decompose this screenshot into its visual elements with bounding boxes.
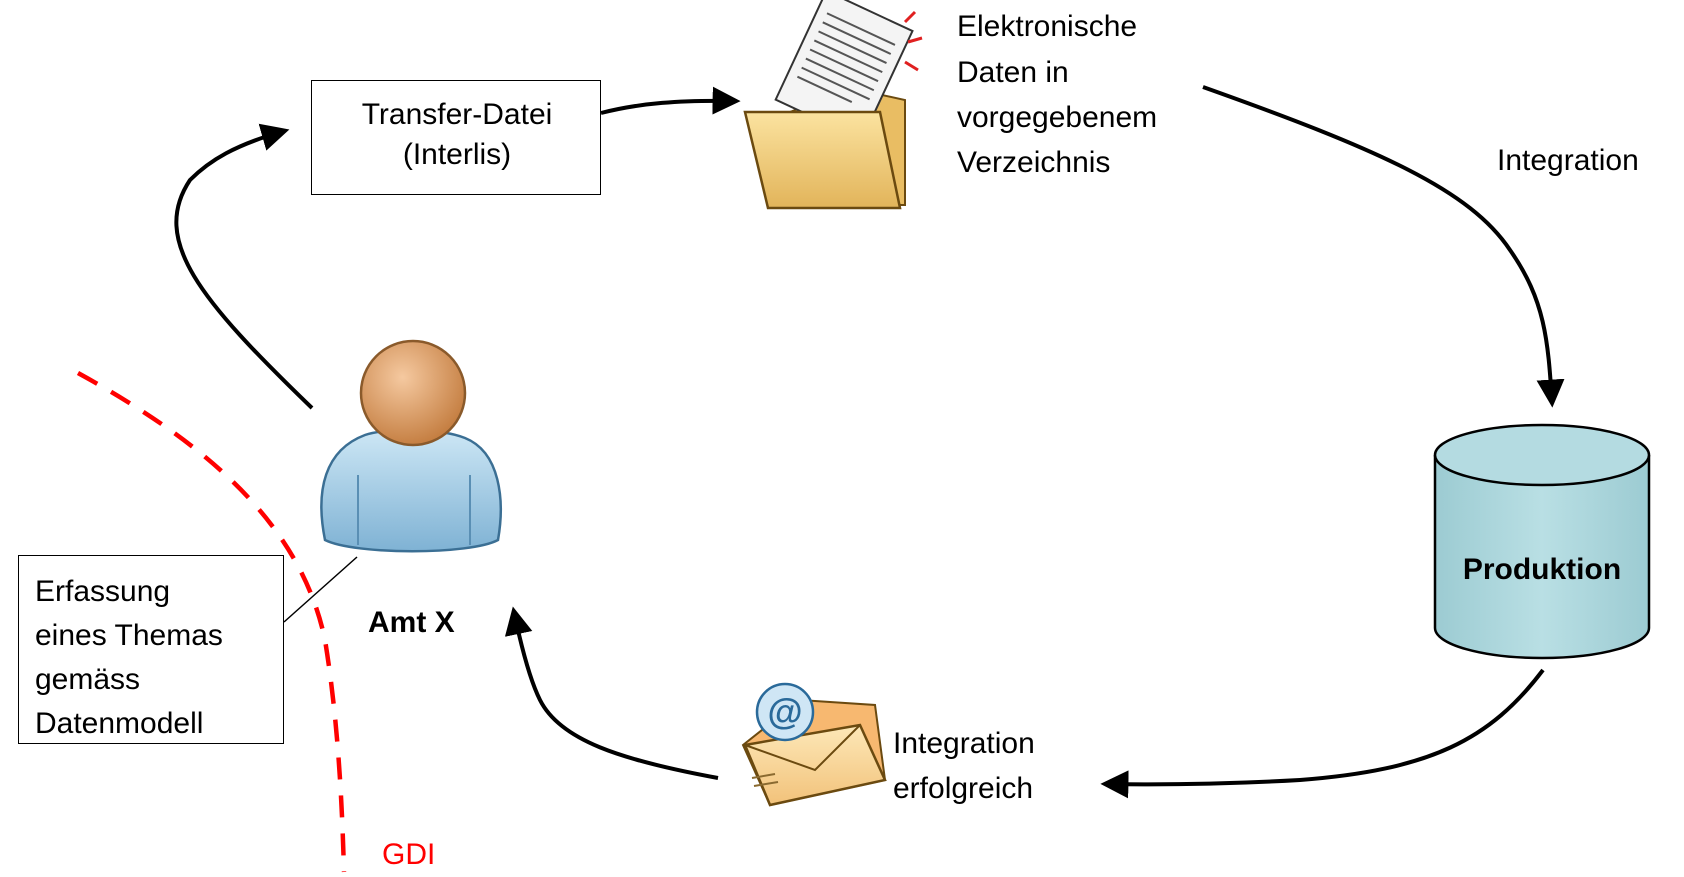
- database-icon: [1433, 423, 1651, 660]
- note-callout-line: [283, 556, 358, 623]
- transfer-file-label-line2: (Interlis): [402, 138, 512, 171]
- integration-label: Integration: [1497, 144, 1639, 177]
- email-label-line1: Integration: [893, 727, 1035, 760]
- gdi-label: GDI: [382, 838, 436, 871]
- folder-label-line4: Verzeichnis: [957, 146, 1111, 179]
- arrow-folder-to-produktion: [1202, 85, 1565, 408]
- folder-label-line1: Elektronische: [957, 10, 1138, 43]
- arrow-transfer-to-folder: [600, 86, 741, 115]
- note-line4: Datenmodell: [35, 707, 204, 740]
- transfer-file-box: Transfer-Datei (Interlis): [311, 80, 601, 195]
- person-label: Amt X: [368, 606, 455, 639]
- note-line3: gemäss: [35, 663, 141, 696]
- svg-text:@: @: [767, 691, 802, 732]
- folder-label-line2: Daten in: [957, 56, 1069, 89]
- person-icon: [320, 339, 502, 553]
- note-line1: Erfassung: [35, 575, 171, 608]
- gdi-boundary-line: [76, 371, 347, 873]
- arrow-amt-to-transfer: [174, 123, 314, 410]
- email-label-line2: erfolgreich: [893, 772, 1034, 805]
- transfer-file-label-line1: Transfer-Datei: [361, 98, 553, 131]
- note-line2: eines Themas: [35, 619, 223, 652]
- arrow-produktion-to-email: [1100, 668, 1545, 799]
- database-label: Produktion: [1462, 553, 1622, 586]
- folder-document-icon: [743, 0, 923, 210]
- email-icon: @: [741, 682, 887, 807]
- folder-label-line3: vorgegebenem: [957, 101, 1158, 134]
- arrow-email-to-amt: [504, 606, 719, 780]
- note-box: Erfassung eines Themas gemäss Datenmodel…: [18, 555, 284, 744]
